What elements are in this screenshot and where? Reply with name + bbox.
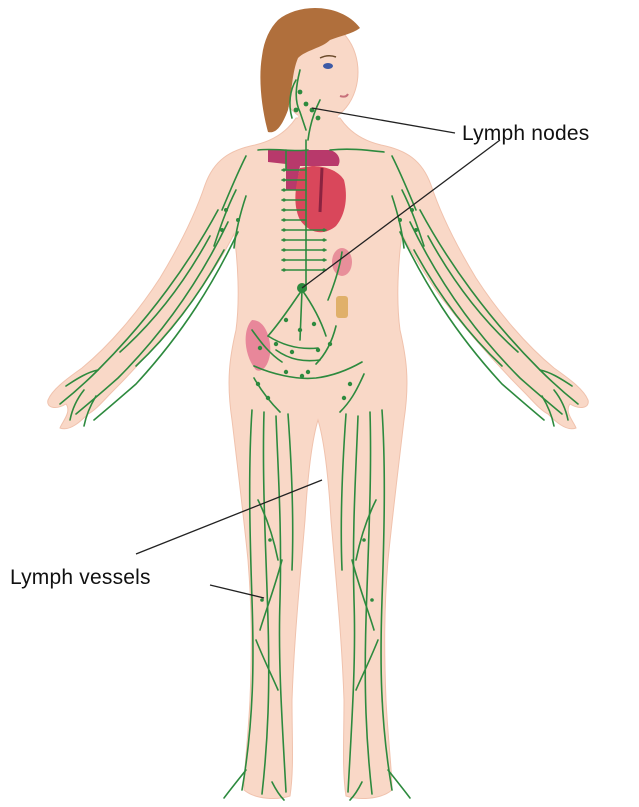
lymph-node-chest (322, 258, 325, 261)
label-lymph-vessels: Lymph vessels (10, 566, 151, 589)
lymph-node-axilla (224, 208, 228, 212)
lymph-node-chest (282, 268, 285, 271)
lymph-node-chest (322, 228, 325, 231)
lymph-node-abdomen (290, 350, 294, 354)
lymph-node-chest (322, 248, 325, 251)
lymph-node-chest (282, 228, 285, 231)
lymph-node-abdomen (312, 322, 316, 326)
lymph-node-groin (342, 396, 346, 400)
lymph-node-neck (316, 116, 321, 121)
lymph-node-chest (282, 258, 285, 261)
heart-vessel (320, 168, 322, 212)
lymph-node-chest (282, 188, 285, 191)
lymph-node-knee (260, 598, 264, 602)
lymph-node-axilla (398, 218, 402, 222)
lymph-node-neck (298, 90, 303, 95)
lymph-node-neck (304, 102, 309, 107)
lymph-node-chest (282, 218, 285, 221)
lymph-node-abdomen (284, 318, 288, 322)
lymph-node-neck (294, 108, 299, 113)
lymph-node-abdomen (274, 342, 278, 346)
eye (323, 63, 333, 69)
lymph-node-axilla (236, 218, 240, 222)
lymph-node-knee (370, 598, 374, 602)
label-lymph-nodes: Lymph nodes (462, 122, 590, 145)
thymus-gland (336, 296, 348, 318)
lymph-node-abdomen (258, 346, 262, 350)
lymph-node-groin (300, 374, 304, 378)
lymph-node-chest (282, 208, 285, 211)
lymph-node-groin (266, 396, 270, 400)
lymph-node-abdomen (298, 328, 302, 332)
lymph-node-chest (282, 248, 285, 251)
lymph-node-chest (282, 168, 285, 171)
lymph-node-groin (256, 382, 260, 386)
lymph-node-chest (282, 238, 285, 241)
lymph-node-abdomen (306, 370, 310, 374)
lymph-node-abdomen (316, 348, 320, 352)
lymph-node-groin (348, 382, 352, 386)
lymph-node-chest (322, 238, 325, 241)
lymph-node-chest (282, 198, 285, 201)
lymph-node-axilla (410, 208, 414, 212)
lymph-node-abdomen (328, 342, 332, 346)
lymph-node-chest (282, 178, 285, 181)
lymph-node-knee (362, 538, 366, 542)
lymph-node-knee (268, 538, 272, 542)
lymph-node-abdomen (284, 370, 288, 374)
